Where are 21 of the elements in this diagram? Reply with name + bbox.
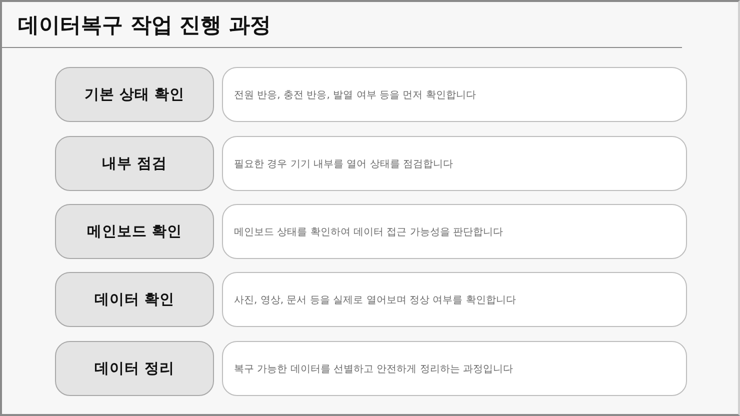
step-description: 메인보드 상태를 확인하여 데이터 접근 가능성을 판단합니다	[234, 226, 504, 238]
step-box	[55, 204, 214, 259]
step-box	[55, 67, 214, 122]
description-box	[222, 341, 687, 396]
step-box	[55, 136, 214, 191]
step-title: 기본 상태 확인	[84, 86, 185, 104]
step-description: 필요한 경우 기기 내부를 열어 상태를 점검합니다	[234, 158, 454, 170]
description-box	[222, 136, 687, 191]
description-box	[222, 272, 687, 327]
step-box	[55, 341, 214, 396]
step-description: 사진, 영상, 문서 등을 실제로 열어보며 정상 여부를 확인합니다	[234, 294, 516, 306]
step-title: 데이터 정리	[94, 360, 175, 378]
step-description: 전원 반응, 충전 반응, 발열 여부 등을 먼저 확인합니다	[234, 88, 476, 102]
step-title: 메인보드 확인	[86, 223, 182, 241]
step-box	[55, 272, 214, 327]
step-description: 복구 가능한 데이터를 선별하고 안전하게 정리하는 과정입니다	[234, 362, 514, 376]
page-title: 데이터복구 작업 진행 과정	[18, 12, 271, 39]
description-box	[222, 67, 687, 122]
step-title: 데이터 확인	[94, 291, 175, 309]
description-box	[222, 204, 687, 259]
step-title: 내부 점검	[102, 155, 168, 173]
